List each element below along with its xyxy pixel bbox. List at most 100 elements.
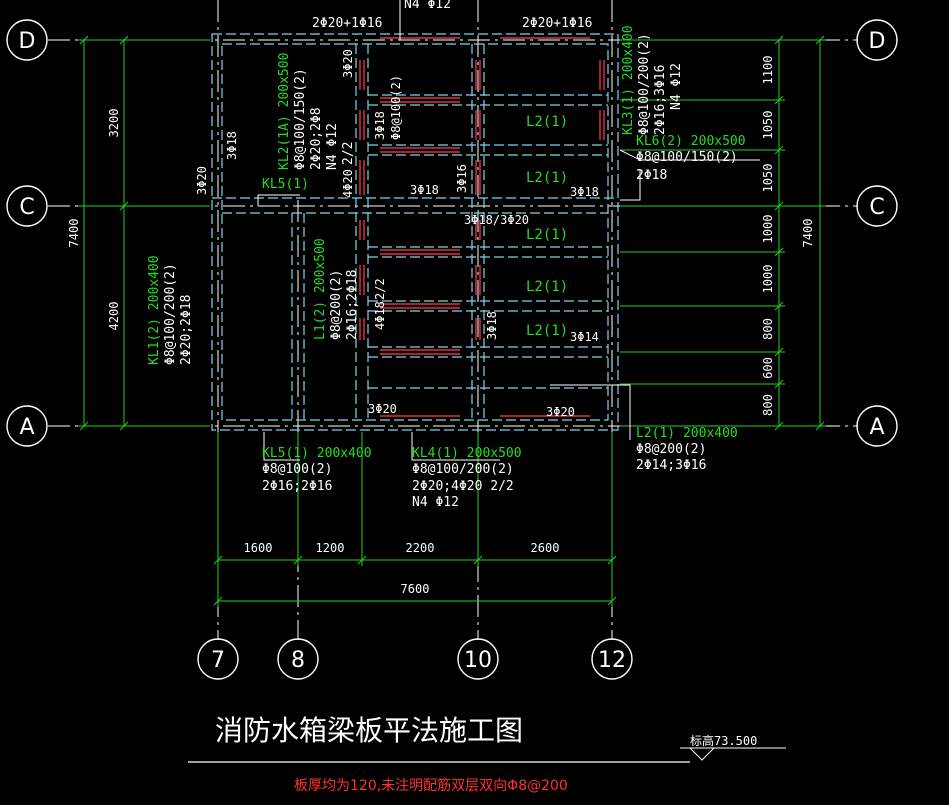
dim-right-total: 7400 bbox=[801, 219, 815, 248]
grid-label-10: 10 bbox=[464, 648, 492, 673]
dim-left-3200: 3200 bbox=[107, 109, 121, 138]
grid-label-a-right: A bbox=[869, 415, 884, 440]
rebar-3f20-bottom-left: 3Φ20 bbox=[368, 402, 397, 416]
kl4-line1: KL4(1) 200x500 bbox=[412, 446, 522, 461]
dim-right-1000a: 1000 bbox=[761, 215, 775, 244]
kl1-line2: Φ8@100/200(2) bbox=[163, 263, 178, 365]
grid-bubble-labels: D C A D C A 7 8 10 12 bbox=[19, 29, 886, 673]
dim-right-800b: 800 bbox=[761, 394, 775, 416]
rebar-marks bbox=[359, 37, 605, 417]
top-right-rebar-label: 2Φ20+1Φ16 bbox=[522, 16, 592, 31]
rebar-4f20: 4Φ20 bbox=[341, 169, 355, 198]
grid-label-7: 7 bbox=[211, 648, 225, 673]
rebar-3f18-left: 3Φ18 bbox=[225, 131, 239, 160]
kl2-line2: Φ8@100/150(2) bbox=[293, 68, 308, 170]
l1-line2: Φ8@200(2) bbox=[329, 270, 344, 340]
rebar-texts: 3Φ18 3Φ18 3Φ18/3Φ20 3Φ14 3Φ20 3Φ20 3Φ18 … bbox=[195, 49, 599, 419]
dim-right-800a: 800 bbox=[761, 318, 775, 340]
l2b-line3: 2Φ14;3Φ16 bbox=[636, 458, 706, 473]
l2-label-1: L2(1) bbox=[526, 114, 568, 130]
kl5-line2: Φ8@100(2) bbox=[262, 462, 332, 477]
rebar-3f18-vert2: 3Φ18 bbox=[485, 311, 499, 340]
l2-bay-labels: L2(1) L2(1) L2(1) L2(1) L2(1) bbox=[526, 114, 568, 339]
grid-bubble-c-left bbox=[6, 185, 48, 227]
kl6-annotation: KL6(2) 200x500 Φ8@100/150(2) 2Φ18 bbox=[636, 134, 746, 183]
l2-label-4: L2(1) bbox=[526, 279, 568, 295]
elevation-label: 标高73.500 bbox=[690, 733, 757, 748]
kl2-annotation: KL2(1A) 200x500 Φ8@100/150(2) 2Φ20;2Φ8 N… bbox=[277, 53, 356, 170]
rebar-f8-100: Φ8@100(2) bbox=[389, 75, 403, 140]
kl6-line1: KL6(2) 200x500 bbox=[636, 134, 746, 149]
kl2-line3: 2Φ20;2Φ8 bbox=[309, 107, 324, 170]
grid-label-12: 12 bbox=[598, 648, 626, 673]
leader-lines bbox=[257, 0, 760, 461]
grid-bubble-a-right bbox=[856, 405, 898, 447]
kl2-line1: KL2(1A) 200x500 bbox=[277, 53, 292, 170]
elevation-symbol bbox=[689, 747, 715, 761]
rebar-4f18: 4Φ18 bbox=[373, 301, 387, 330]
grid-label-c-right: C bbox=[869, 195, 884, 220]
l2-label-2: L2(1) bbox=[526, 170, 568, 186]
grid-bubble-7 bbox=[197, 638, 239, 680]
l2b-line1: L2(1) 200x400 bbox=[636, 426, 738, 441]
dim-left-4200: 4200 bbox=[107, 302, 121, 331]
kl5-line1: KL5(1) 200x400 bbox=[262, 446, 372, 461]
grid-bubble-c-right bbox=[856, 185, 898, 227]
grid-label-d-left: D bbox=[19, 29, 36, 54]
grid-label-a-left: A bbox=[19, 415, 34, 440]
dim-right-1100: 1100 bbox=[761, 56, 775, 85]
grid-bubble-10 bbox=[457, 638, 499, 680]
dim-bottom-1200: 1200 bbox=[316, 541, 345, 555]
kl4-line2: Φ8@100/200(2) bbox=[412, 462, 514, 477]
l2b-line2: Φ8@200(2) bbox=[636, 442, 706, 457]
l2-label-5: L2(1) bbox=[526, 323, 568, 339]
kl1-annotation: KL1(2) 200x400 Φ8@100/200(2) 2Φ20;2Φ18 bbox=[147, 255, 194, 365]
rebar-3f18-vert: 3Φ18 bbox=[373, 111, 387, 140]
top-cut-label: N4 Φ12 bbox=[404, 0, 451, 12]
rebar-3f18-right: 3Φ18 bbox=[570, 185, 599, 199]
dim-bottom-2200: 2200 bbox=[406, 541, 435, 555]
dim-right-1050a: 1050 bbox=[761, 111, 775, 140]
dim-bottom-1600: 1600 bbox=[244, 541, 273, 555]
dim-right-1050b: 1050 bbox=[761, 164, 775, 193]
dim-right-1000b: 1000 bbox=[761, 265, 775, 294]
kl1-line3: 2Φ20;2Φ18 bbox=[179, 295, 194, 365]
kl3-line3: 2Φ16;3Φ16 bbox=[653, 65, 668, 135]
kl3-annotation: KL3(1) 200x400 Φ8@100/200(2) 2Φ16;3Φ16 N… bbox=[621, 25, 684, 135]
kl4-line3: 2Φ20;4Φ20 2/2 bbox=[412, 479, 514, 494]
beam-outlines bbox=[211, 33, 619, 431]
l1-annotation: L1(2) 200x500 Φ8@200(2) 2Φ16;2Φ18 bbox=[313, 238, 360, 340]
kl6-line2: Φ8@100/150(2) bbox=[636, 150, 738, 165]
kl5-annotation: KL5(1) 200x400 Φ8@100(2) 2Φ16;2Φ16 bbox=[262, 446, 372, 494]
kl5-line3: 2Φ16;2Φ16 bbox=[262, 479, 332, 494]
top-labels: 2Φ20+1Φ16 2Φ20+1Φ16 N4 Φ12 bbox=[312, 0, 592, 31]
l2-label-3: L2(1) bbox=[526, 227, 568, 243]
dim-bottom-total: 7600 bbox=[401, 582, 430, 596]
rebar-2-2: 2/2 bbox=[373, 278, 387, 300]
kl5-top-label: KL5(1) bbox=[262, 177, 309, 192]
slab-note: 板厚均为120,未注明配筋双层双向Φ8@200 bbox=[294, 777, 568, 794]
l1-line1: L1(2) 200x500 bbox=[313, 238, 328, 340]
l1-line3: 2Φ16;2Φ18 bbox=[345, 270, 360, 340]
kl3-line4: N4 Φ12 bbox=[669, 63, 684, 110]
rebar-3f20-bottom-right: 3Φ20 bbox=[546, 405, 575, 419]
kl4-line4: N4 Φ12 bbox=[412, 495, 459, 510]
dim-left-total: 7400 bbox=[67, 219, 81, 248]
grid-bubble-a-left bbox=[6, 405, 48, 447]
rebar-3f16: 3Φ16 bbox=[455, 164, 469, 193]
rebar-3f14: 3Φ14 bbox=[570, 330, 599, 344]
grid-bubble-8 bbox=[277, 638, 319, 680]
rebar-3f20-left: 3Φ20 bbox=[195, 166, 209, 195]
kl3-line1: KL3(1) 200x400 bbox=[621, 25, 636, 135]
rebar-3f18-top: 3Φ18 bbox=[410, 183, 439, 197]
grid-label-8: 8 bbox=[291, 648, 305, 673]
drawing-title: 消防水箱梁板平法施工图 bbox=[215, 714, 523, 747]
grid-bubbles bbox=[6, 19, 898, 680]
dimension-lines bbox=[78, 35, 826, 607]
kl2-line5: 2/2 bbox=[341, 142, 356, 165]
top-left-rebar-label: 2Φ20+1Φ16 bbox=[312, 16, 382, 31]
dimension-texts: 3200 4200 7400 1100 1050 1050 1000 1000 … bbox=[67, 56, 815, 596]
dim-bottom-2600: 2600 bbox=[531, 541, 560, 555]
grid-bubble-12 bbox=[591, 638, 633, 680]
